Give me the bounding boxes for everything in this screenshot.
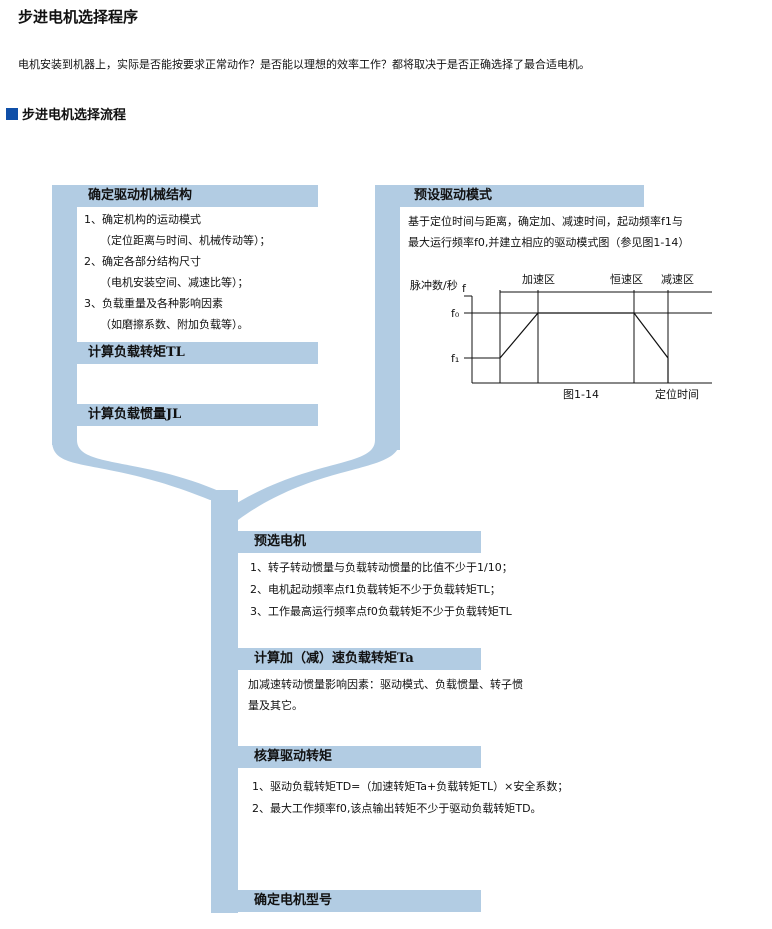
mech-line: 3、负载重量及各种影响因素 [84, 297, 223, 310]
band-left-merge [52, 440, 238, 500]
tl-header: 计算负载转矩TL [88, 345, 185, 360]
preselect-line: 1、转子转动惯量与负载转动惯量的比值不少于1/10； [250, 561, 513, 574]
drive-mode-header: 预设驱动模式 [414, 188, 493, 203]
band-right-merge [211, 440, 400, 520]
preselect-header: 预选电机 [254, 534, 307, 549]
chart-ylabel: 脉冲数/秒 [410, 278, 458, 292]
check-header: 核算驱动转矩 [254, 749, 333, 764]
band-left-column [52, 185, 77, 445]
chart-caption: 图1-14 [563, 388, 599, 401]
chart-zone-label: 减速区 [661, 273, 694, 286]
chart-zone-label: 加速区 [522, 273, 555, 286]
drive-mode-line: 基于定位时间与距离，确定加、减速时间，起动频率f1与 [408, 215, 683, 228]
drive-mode-chart [464, 290, 712, 384]
mech-line: 1、确定机构的运动模式 [84, 213, 201, 226]
chart-y-tick: f₀ [451, 307, 460, 320]
preselect-line: 3、工作最高运行频率点f0负载转矩不少于负载转矩TL [250, 605, 512, 618]
mech-line: （定位距离与时间、机械传动等）； [100, 234, 271, 247]
chart-xlabel: 定位时间 [655, 387, 699, 401]
flow-bands [52, 185, 644, 913]
accel-header: 计算加（减）速负载转矩Ta [254, 651, 414, 666]
band-center-column [211, 490, 238, 913]
check-line: 2、最大工作频率f0,该点输出转矩不少于驱动负载转矩TD。 [252, 802, 542, 815]
band-mech-header [52, 185, 318, 207]
accel-line: 量及其它。 [248, 699, 303, 712]
chart-zone-label: 恒速区 [610, 273, 643, 286]
mech-line: （如磨擦系数、附加负载等）。 [100, 318, 249, 331]
chart-y-tick: f₁ [451, 352, 459, 365]
chart-series-line [499, 312, 669, 383]
chart-y-symbol: f [462, 282, 467, 295]
band-right-column [375, 185, 400, 450]
mech-line: 2、确定各部分结构尺寸 [84, 255, 201, 268]
preselect-line: 2、电机起动频率点f1负载转矩不少于负载转矩TL； [250, 583, 501, 596]
section-title-text: 步进电机选择流程 [22, 108, 127, 123]
band-tl-header [52, 342, 318, 364]
band-final-header [211, 890, 481, 912]
mech-header: 确定驱动机械结构 [88, 188, 193, 203]
page-title: 步进电机选择程序 [18, 8, 139, 26]
check-line: 1、驱动负载转矩TD=（加速转矩Ta+负载转矩TL）×安全系数； [252, 780, 569, 793]
band-drive-header [375, 185, 644, 207]
drive-mode-line: 最大运行频率f0,并建立相应的驱动模式图（参见图1-14） [408, 236, 690, 249]
band-check-header [211, 746, 481, 768]
band-jl-header [52, 404, 318, 426]
band-accel-header [211, 648, 481, 670]
chart-text: f 脉冲数/秒 f₀ f₁ 加速区 恒速区 减速区 图1-14 定位时间 [410, 273, 699, 401]
square-bullet-icon [6, 107, 18, 120]
section-title: 步进电机选择流程 [6, 104, 126, 123]
jl-header: 计算负载惯量JL [88, 407, 182, 422]
accel-line: 加减速转动惯量影响因素：驱动模式、负载惯量、转子惯 [248, 678, 523, 691]
band-preselect-header [211, 531, 481, 553]
mech-line: （电机安装空间、减速比等）； [100, 276, 249, 289]
final-header: 确定电机型号 [254, 893, 333, 908]
intro-text: 电机安装到机器上，实际是否能按要求正常动作？是否能以理想的效率工作？都将取决于是… [18, 58, 590, 71]
